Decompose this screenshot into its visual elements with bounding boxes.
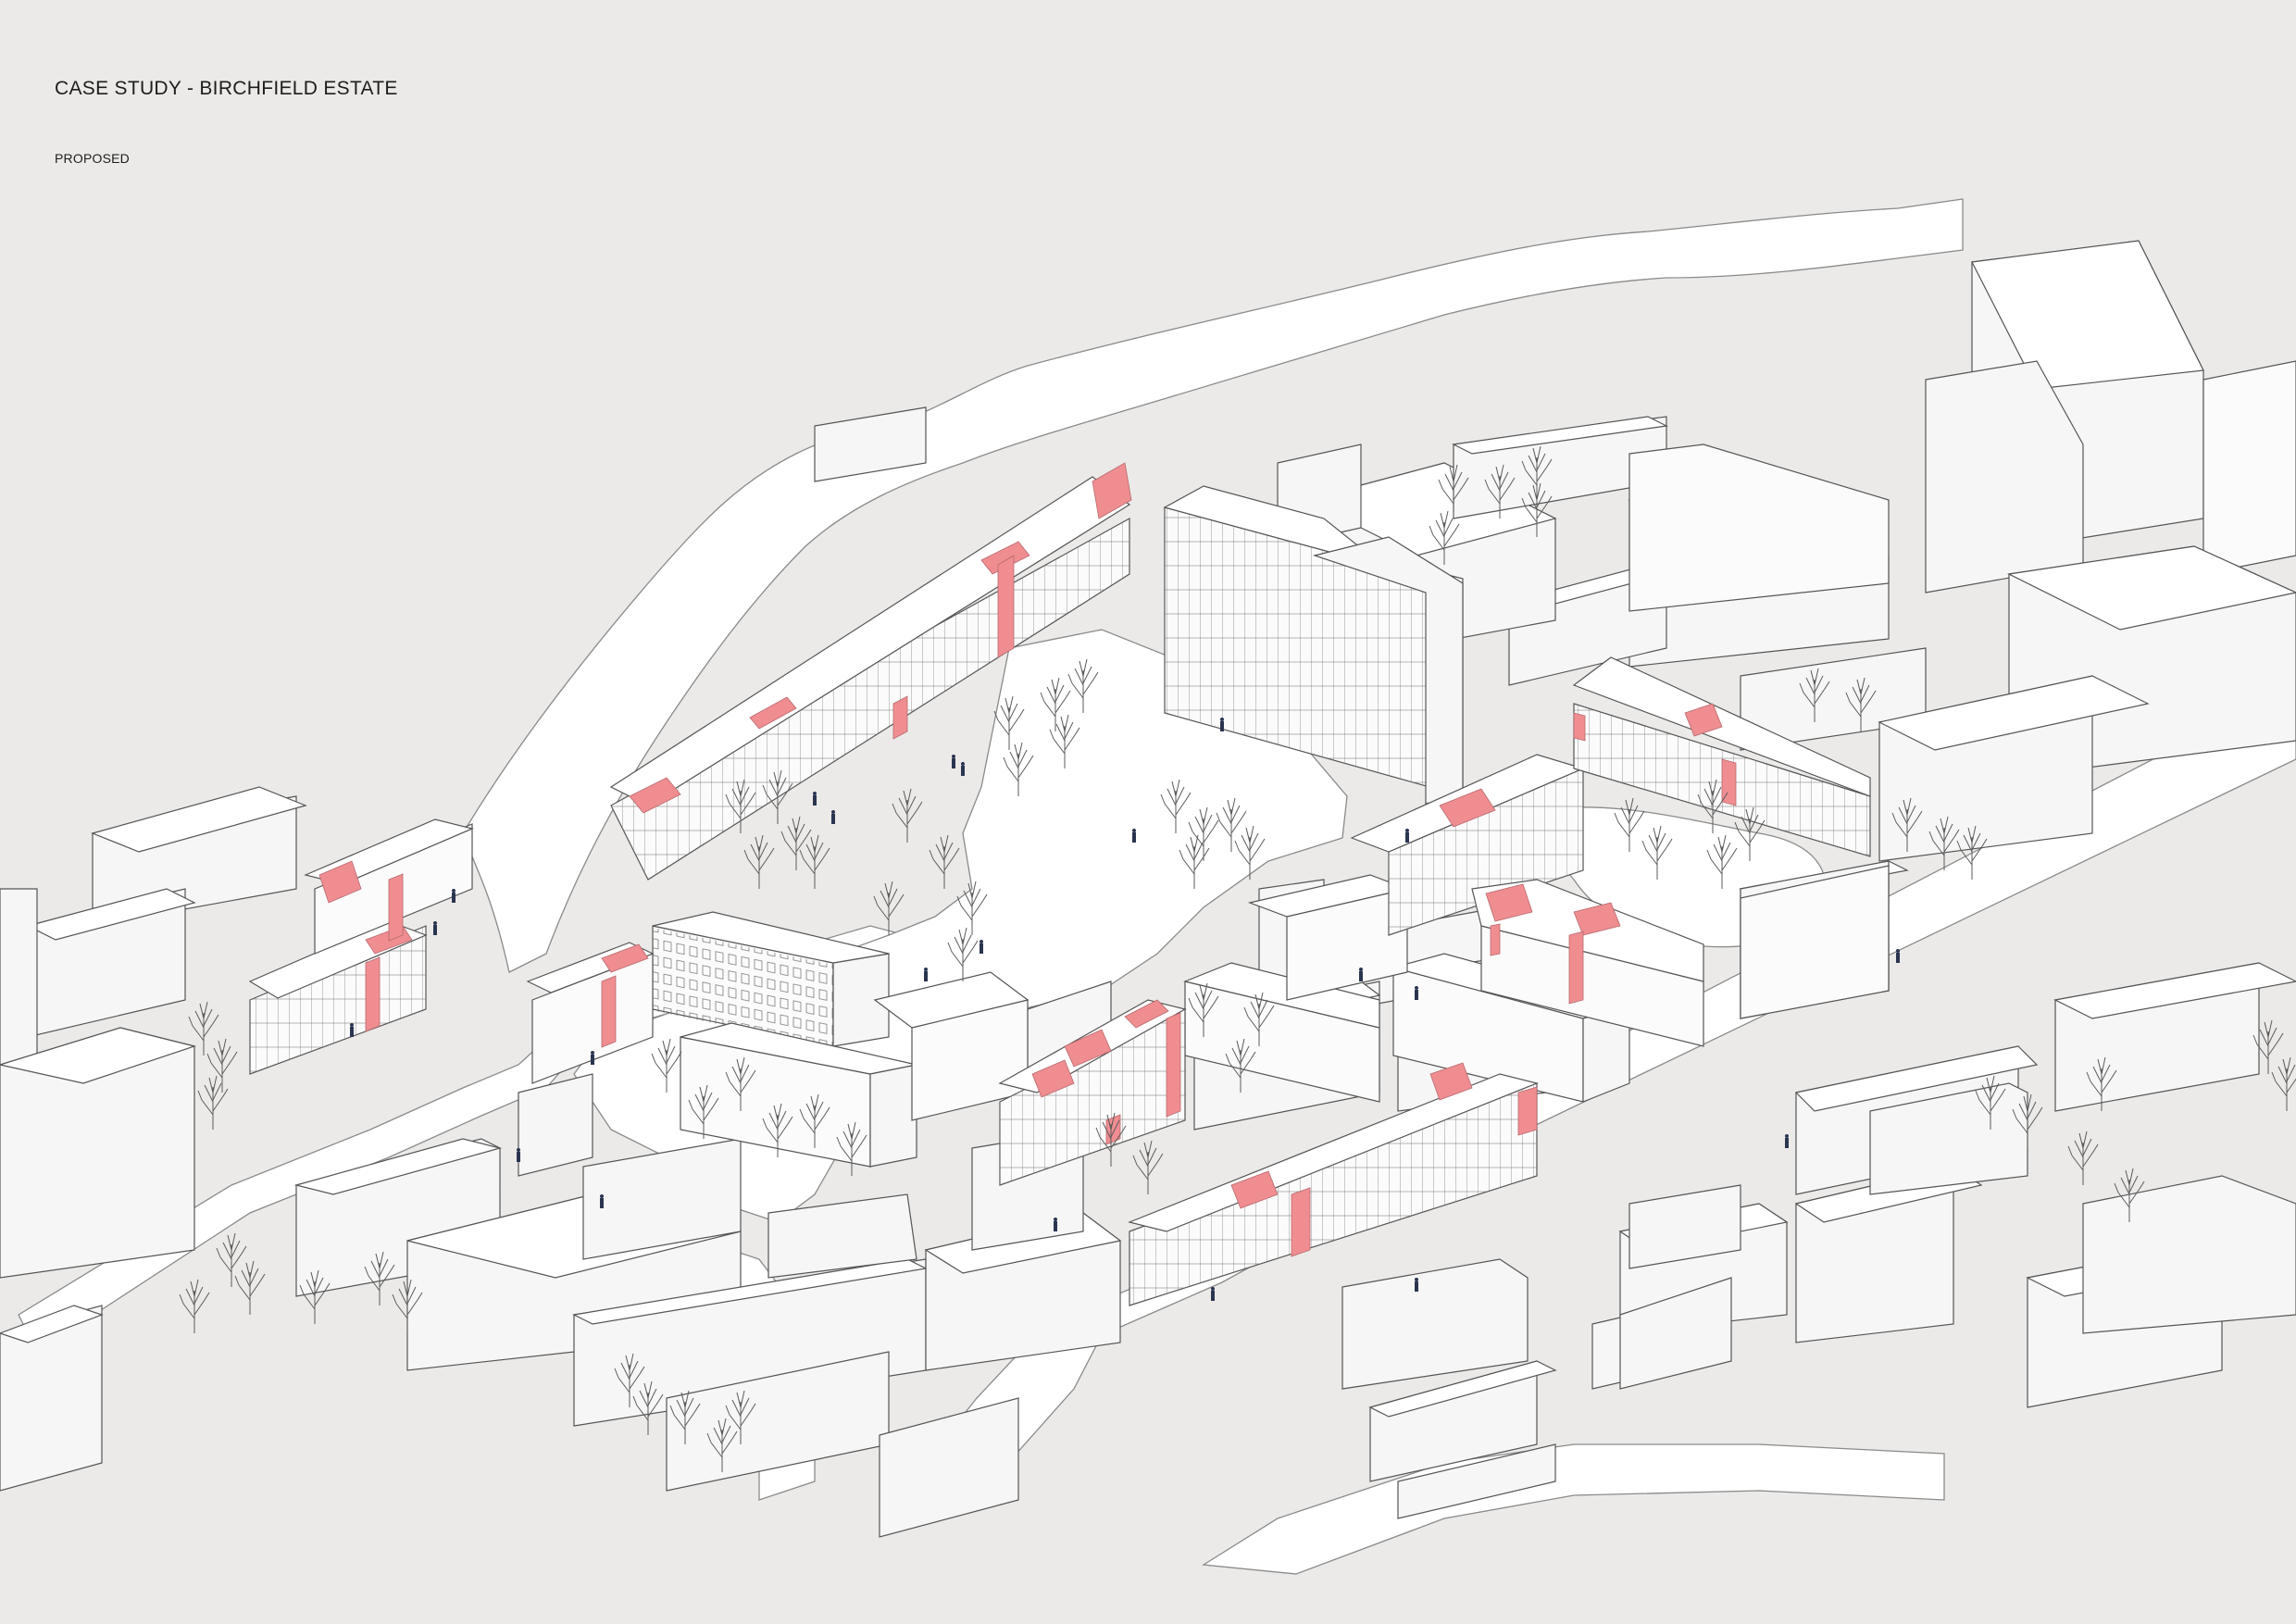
context-buildings bbox=[0, 240, 2296, 1538]
page-subtitle: PROPOSED bbox=[55, 151, 130, 166]
central-tower bbox=[1163, 485, 1464, 805]
proposed-slabs bbox=[248, 462, 1871, 1306]
page-title: CASE STUDY - BIRCHFIELD ESTATE bbox=[55, 78, 398, 99]
